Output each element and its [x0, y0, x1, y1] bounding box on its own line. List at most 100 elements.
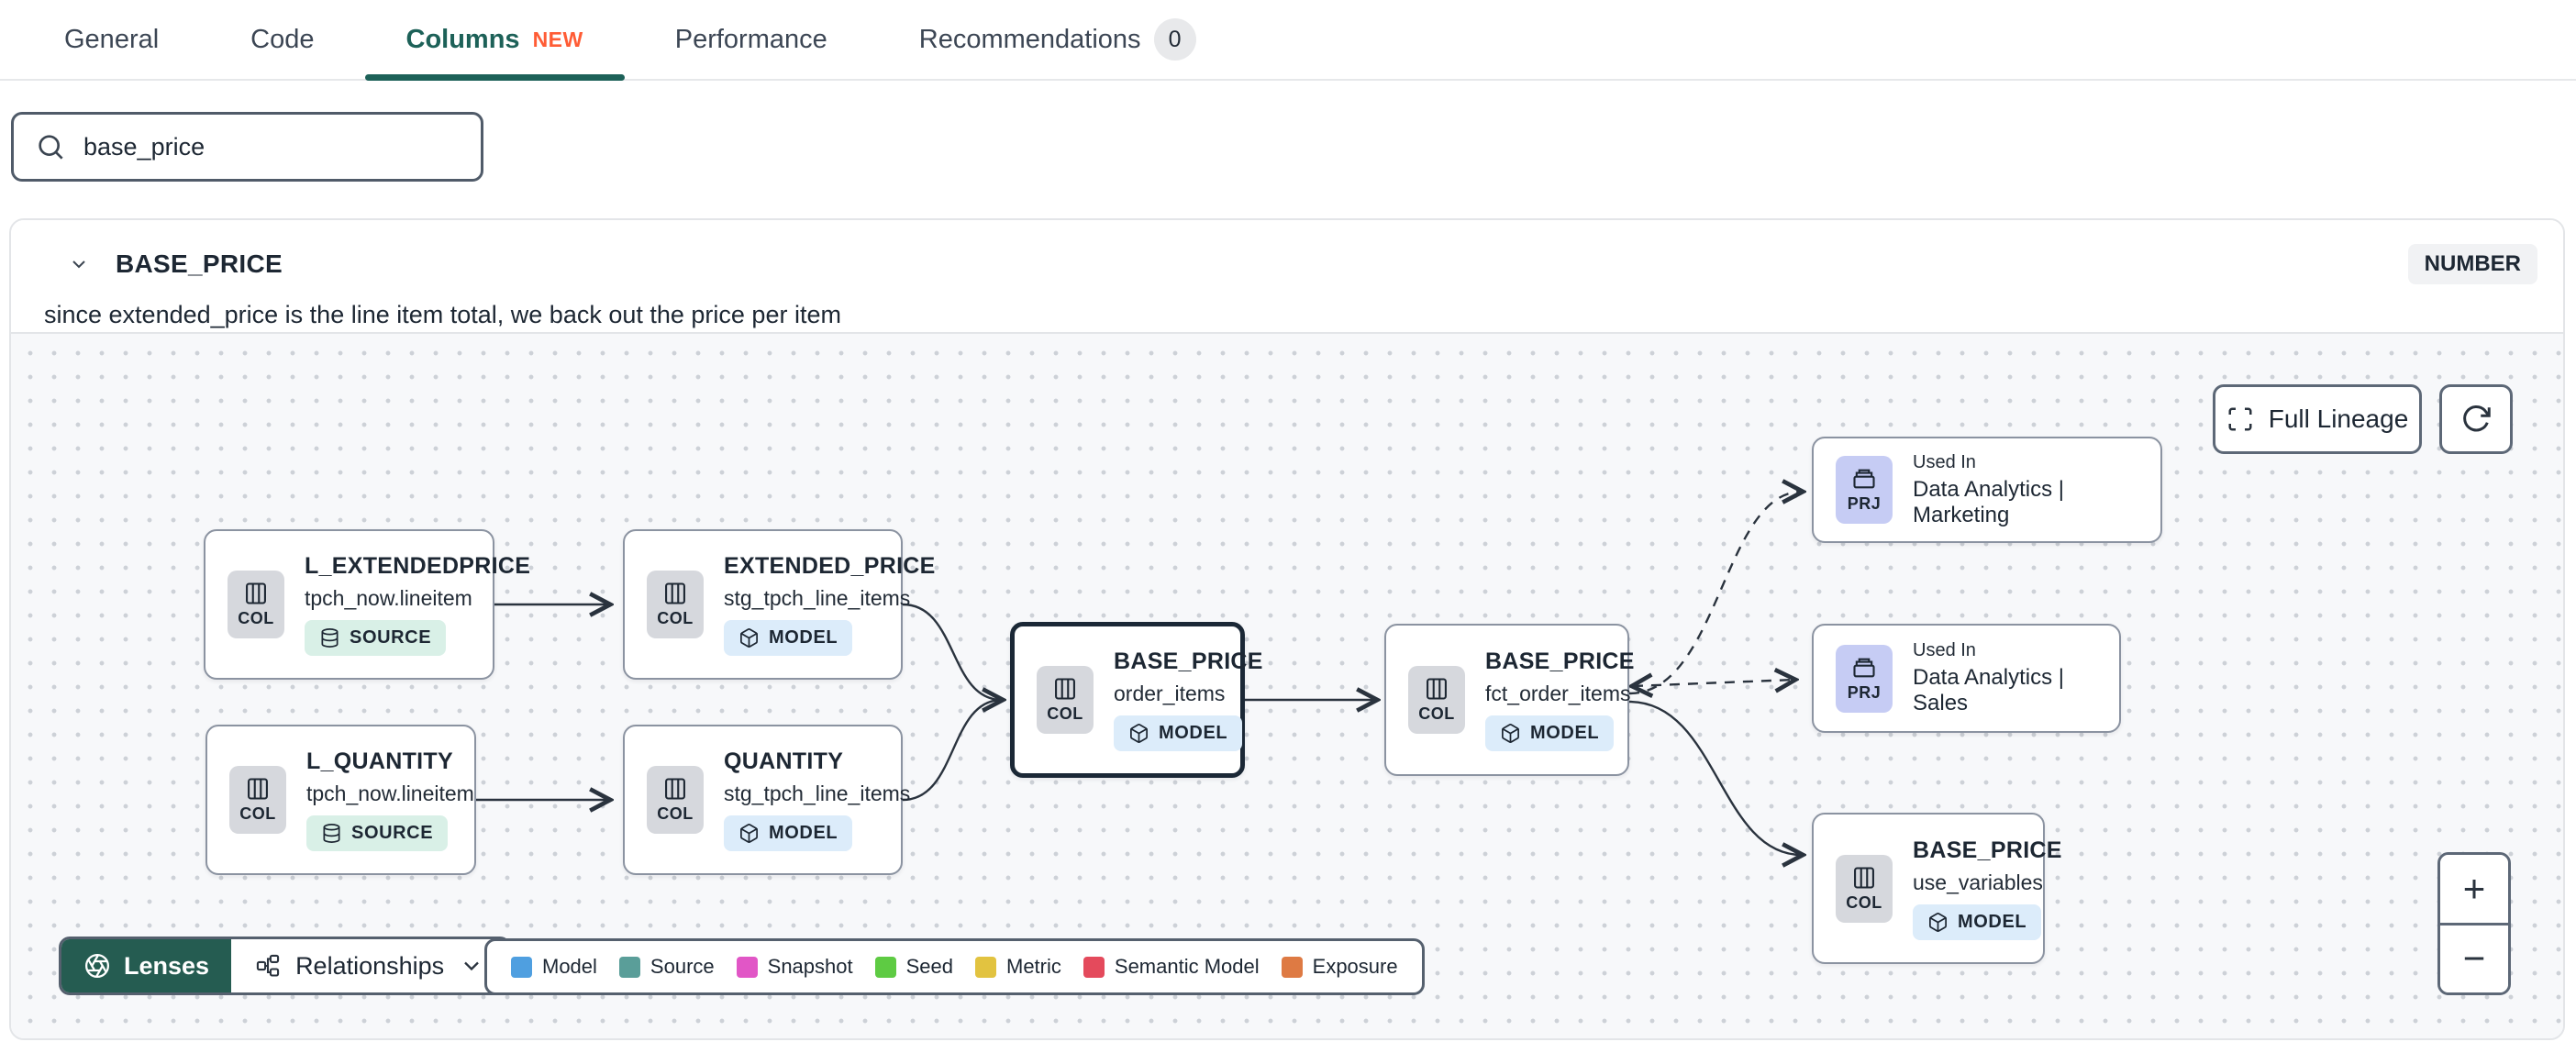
legend-label: Snapshot [767, 955, 853, 978]
tab-label: Code [250, 24, 315, 54]
resource-legend: Model Source Snapshot Seed Metric [484, 938, 1425, 995]
column-tile: COL [229, 766, 286, 834]
resource-label: MODEL [769, 627, 838, 648]
tab-label: Columns [405, 24, 520, 54]
relationships-label: Relationships [295, 951, 445, 980]
node-title: EXTENDED_PRICE [724, 553, 936, 579]
legend-swatch [975, 956, 996, 978]
column-search-input[interactable]: base_price [11, 112, 483, 182]
cube-icon [1502, 724, 1519, 743]
tab-code[interactable]: Code [209, 0, 355, 79]
lineage-node-l-extendedprice[interactable]: COL L_EXTENDEDPRICE tpch_now.lineitem SO… [204, 529, 530, 680]
refresh-icon [2463, 405, 2491, 432]
legend-item-exposure: Exposure [1281, 955, 1398, 979]
cube-icon [1929, 912, 1947, 932]
project-tile: PRJ [1836, 644, 1893, 713]
aperture-icon [85, 954, 109, 978]
legend-label: Model [542, 955, 597, 978]
new-badge: NEW [532, 27, 583, 51]
tile-label: COL [1047, 704, 1083, 723]
node-subtitle: stg_tpch_line_items [724, 781, 911, 805]
zoom-in-button[interactable]: + [2440, 855, 2508, 923]
column-tile: COL [1408, 666, 1465, 734]
resource-badge-model: MODEL [1485, 715, 1615, 751]
zoom-out-button[interactable]: − [2440, 922, 2508, 992]
lenses-button[interactable]: Lenses [61, 939, 232, 992]
legend-swatch [874, 956, 896, 978]
resource-label: MODEL [1159, 723, 1228, 743]
legend-swatch [1281, 956, 1303, 978]
lineage-node-base-price-use-variables[interactable]: COL BASE_PRICE use_variables MODEL [1812, 813, 2061, 964]
legend-swatch [511, 956, 532, 978]
legend-item-snapshot: Snapshot [736, 955, 853, 979]
tile-label: COL [1846, 892, 1882, 912]
column-tile: COL [228, 571, 284, 638]
lineage-canvas[interactable]: COL L_EXTENDEDPRICE tpch_now.lineitem SO… [11, 332, 2563, 1038]
node-title: L_EXTENDEDPRICE [305, 553, 531, 579]
legend-swatch [1083, 956, 1105, 978]
legend-swatch [736, 956, 758, 978]
column-tile: COL [1037, 666, 1094, 734]
lineage-node-used-in-marketing[interactable]: PRJ Used In Data Analytics | Marketing [1812, 437, 2162, 543]
lineage-node-base-price-fct-order-items[interactable]: COL BASE_PRICE fct_order_items MODEL [1384, 624, 1634, 776]
lineage-node-l-quantity[interactable]: COL L_QUANTITY tpch_now.lineitem SOURCE [205, 725, 476, 875]
chevron-down-icon [464, 961, 479, 971]
lineage-node-used-in-sales[interactable]: PRJ Used In Data Analytics | Sales [1812, 624, 2121, 733]
resource-badge-model: MODEL [724, 620, 853, 656]
resource-label: MODEL [1530, 723, 1600, 743]
legend-swatch [618, 956, 640, 978]
used-in-label: Used In [1913, 451, 1976, 472]
tab-general[interactable]: General [23, 0, 200, 79]
tab-label: Performance [674, 24, 827, 54]
full-lineage-button[interactable]: Full Lineage [2213, 384, 2422, 454]
node-title: BASE_PRICE [1485, 648, 1635, 674]
legend-label: Metric [1006, 955, 1061, 978]
legend-item-metric: Metric [975, 955, 1061, 979]
legend-item-source: Source [618, 955, 715, 979]
tab-recommendations[interactable]: Recommendations 0 [878, 0, 1238, 79]
node-subtitle: tpch_now.lineitem [306, 781, 474, 805]
lineage-node-quantity[interactable]: COL QUANTITY stg_tpch_line_items MODEL [623, 725, 910, 875]
collapse-chevron-icon[interactable] [68, 253, 90, 275]
cube-icon [740, 824, 758, 843]
database-icon [323, 824, 340, 843]
node-subtitle: stg_tpch_line_items [724, 586, 911, 610]
full-lineage-label: Full Lineage [2268, 405, 2409, 433]
column-tile: COL [647, 571, 704, 638]
tab-label: General [64, 24, 160, 54]
resource-label: MODEL [1958, 911, 2027, 932]
lineage-node-extended-price[interactable]: COL EXTENDED_PRICE stg_tpch_line_items M… [623, 529, 935, 680]
columns-icon [1055, 678, 1075, 700]
node-title: QUANTITY [724, 748, 844, 774]
resource-badge-model: MODEL [1913, 903, 2042, 940]
resource-label: SOURCE [350, 627, 432, 648]
legend-label: Seed [905, 955, 953, 978]
project-name: Data Analytics | Sales [1913, 665, 2064, 715]
node-subtitle: tpch_now.lineitem [305, 586, 472, 610]
column-card-header: BASE_PRICE NUMBER since extended_price i… [11, 220, 2563, 332]
column-tile: COL [647, 766, 704, 834]
resource-badge-model: MODEL [1114, 715, 1243, 751]
lineage-edges [476, 334, 2563, 1040]
relationships-dropdown[interactable]: Relationships [231, 939, 508, 992]
database-icon [321, 628, 339, 648]
cube-icon [1130, 724, 1148, 743]
tab-performance[interactable]: Performance [634, 0, 869, 79]
lineage-node-base-price-order-items[interactable]: COL BASE_PRICE order_items MODEL [1010, 622, 1262, 778]
tab-columns[interactable]: Columns NEW [364, 0, 625, 81]
legend-label: Source [650, 955, 715, 978]
columns-icon [1427, 678, 1447, 700]
tile-label: COL [239, 804, 276, 823]
relationships-icon [256, 954, 280, 977]
column-name: BASE_PRICE [116, 249, 283, 278]
cube-icon [740, 628, 758, 648]
search-value: base_price [83, 132, 205, 161]
tab-bar: General Code Columns NEW Performance Rec… [0, 0, 2576, 81]
refresh-button[interactable] [2439, 384, 2513, 454]
columns-icon [246, 582, 266, 604]
column-type-badge: NUMBER [2407, 244, 2537, 284]
node-subtitle: fct_order_items [1485, 682, 1631, 705]
project-name: Data Analytics | Marketing [1913, 476, 2064, 527]
resource-badge-source: SOURCE [305, 620, 447, 656]
tile-label: COL [238, 609, 274, 627]
